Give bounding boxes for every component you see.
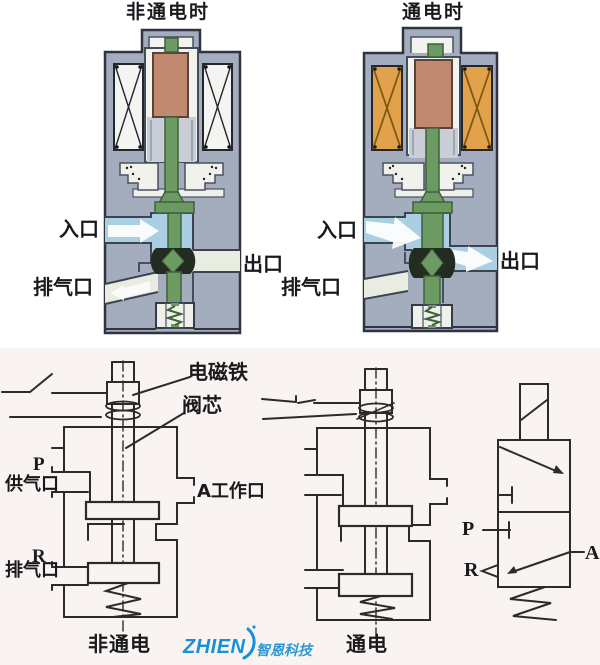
valve-symbol-3-2 [479, 383, 585, 621]
exhaust-triangle [479, 563, 499, 579]
right-outlet-label: 出口 [500, 249, 540, 273]
bottom-nut [411, 304, 453, 329]
plunger [414, 59, 453, 129]
valve-cutaway-deenergized [103, 28, 242, 335]
schematic-drawings [1, 360, 585, 641]
plunger [152, 52, 189, 118]
title-energized: 通电时 [402, 1, 466, 23]
outlet-flow-arrow [446, 246, 493, 272]
flow-arrowhead [507, 566, 517, 574]
right-exhaust-label: 排气口 [281, 275, 341, 299]
symbol-r-label: R [464, 559, 479, 581]
spring-symbol [509, 586, 557, 621]
spool-disc-upper [337, 504, 414, 528]
zhien-logo-text: ZHIEN [183, 636, 246, 658]
right-inlet-label: 入口 [317, 218, 357, 242]
work-port-label: A工作口 [197, 481, 265, 502]
schematic-deenergized [1, 360, 195, 639]
spool-label: 阀芯 [182, 393, 222, 417]
inlet-flow-arrow [366, 217, 421, 249]
valve-stem [164, 116, 179, 200]
zhien-company-text: 智恩科技 [256, 643, 312, 659]
exhaust-port-label: 排气口 [5, 560, 59, 581]
symbol-p-label: P [462, 518, 475, 540]
left-exhaust-label: 排气口 [33, 275, 93, 299]
valve-cutaway-energized [362, 26, 499, 333]
switch-open [29, 373, 53, 393]
left-outlet-label: 出口 [243, 252, 283, 276]
switch-closed [297, 399, 316, 404]
inlet-flow-arrow [108, 219, 159, 243]
symbol-a-label: A [585, 542, 600, 564]
coil-right-energized [461, 65, 493, 151]
spool-disc-upper [84, 500, 161, 521]
exhaust-flow-arrow [110, 281, 150, 301]
solenoid-leader-line [132, 376, 191, 396]
coil-left-deenergized [113, 63, 144, 151]
p-port-letter: P [33, 454, 45, 475]
return-spring [102, 582, 142, 618]
supply-port-label: 供气口 [5, 474, 59, 495]
coil-left-energized [371, 65, 403, 151]
schematic-energized [261, 367, 448, 641]
logo-swoosh-icon [242, 625, 256, 660]
left-inlet-label: 入口 [59, 217, 99, 241]
flow-arrowhead [553, 465, 564, 474]
outlet-channel [193, 250, 240, 272]
caption-deenergized: 非通电 [88, 632, 151, 656]
return-spring-compressed [359, 595, 396, 620]
coil-right-deenergized [202, 63, 233, 151]
spool-disc-lower [337, 572, 414, 598]
spool-leader-line [125, 412, 185, 449]
title-deenergized: 非通电时 [126, 1, 211, 23]
solenoid-label: 电磁铁 [188, 360, 248, 384]
solenoid-symbol [519, 383, 549, 441]
valve-stem [425, 127, 440, 200]
bottom-nut [155, 302, 195, 329]
symbol-body [497, 439, 571, 588]
spool-disc-lower [86, 561, 161, 585]
r-port-letter: R [32, 546, 46, 567]
caption-energized: 通电 [346, 632, 388, 656]
